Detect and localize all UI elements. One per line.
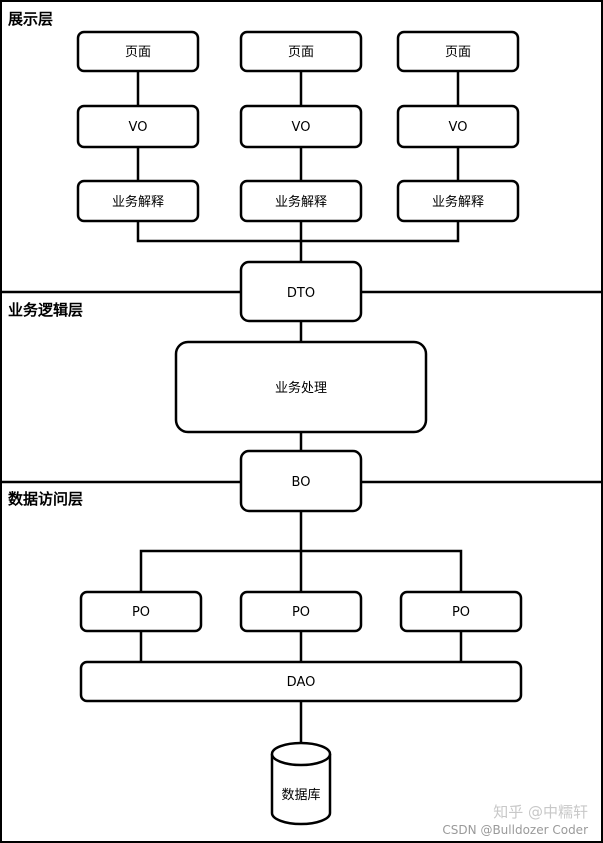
database-label: 数据库 (281, 787, 320, 803)
biz-interpret-box: 业务解释 (76, 179, 200, 223)
biz-interpret-box: 业务解释 (239, 179, 363, 223)
dao-box: DAO (79, 660, 523, 703)
page-box: 页面 (239, 30, 363, 73)
connector (136, 221, 460, 243)
dto-box: DTO (239, 260, 363, 323)
biz-interpret-label: 业务解释 (275, 194, 327, 210)
vo-label: VO (292, 120, 311, 135)
page-label: 页面 (445, 45, 471, 60)
page-label: 页面 (288, 45, 314, 60)
po-box: PO (239, 590, 363, 633)
watermark-csdn: CSDN @Bulldozer Coder (442, 823, 588, 837)
po-label: PO (292, 605, 310, 620)
dao-label: DAO (287, 675, 316, 690)
bo-label: BO (292, 475, 311, 490)
vo-box: VO (396, 104, 520, 149)
page-box: 页面 (76, 30, 200, 73)
connector (139, 549, 463, 592)
biz-interpret-label: 业务解释 (112, 194, 164, 210)
page-label: 页面 (125, 45, 151, 60)
po-box: PO (399, 590, 523, 633)
vo-box: VO (76, 104, 200, 149)
biz-interpret-label: 业务解释 (432, 194, 484, 210)
biz-process-box: 业务处理 (174, 340, 428, 434)
po-label: PO (132, 605, 150, 620)
biz-process-label: 业务处理 (275, 380, 327, 396)
biz-interpret-box: 业务解释 (396, 179, 520, 223)
vo-box: VO (239, 104, 363, 149)
page-box: 页面 (396, 30, 520, 73)
vo-label: VO (449, 120, 468, 135)
bo-box: BO (239, 449, 363, 513)
po-label: PO (452, 605, 470, 620)
layer-label-data-access: 数据访问层 (8, 490, 83, 508)
layer-label-business: 业务逻辑层 (8, 301, 83, 319)
po-box: PO (79, 590, 203, 633)
database-cylinder: 数据库 (270, 741, 332, 826)
vo-label: VO (129, 120, 148, 135)
watermark-zhihu: 知乎 @中糯轩 (493, 803, 588, 821)
layer-label-presentation: 展示层 (8, 10, 53, 28)
dto-label: DTO (287, 286, 315, 301)
